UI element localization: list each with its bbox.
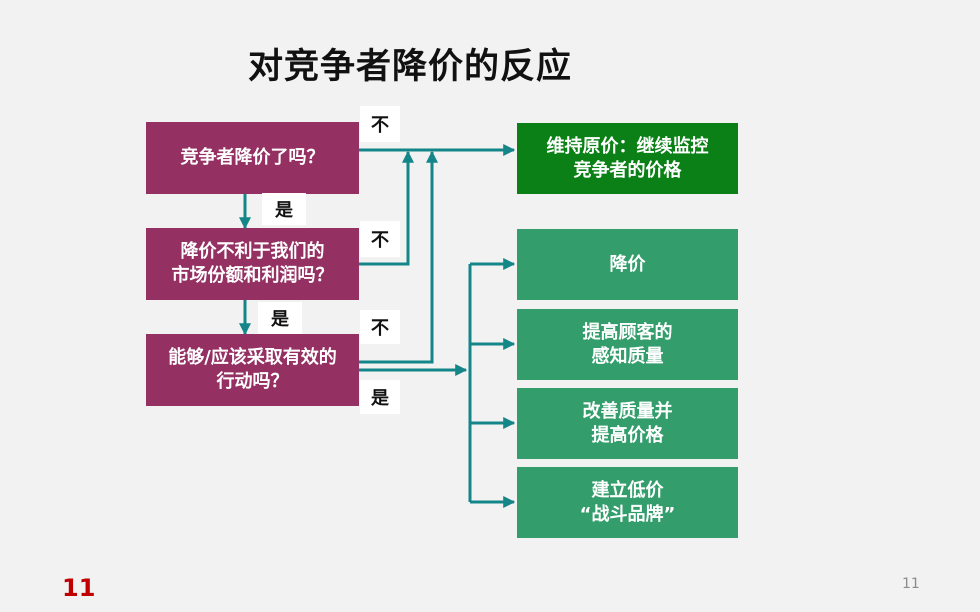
action-box-cut-price: 降价: [517, 229, 738, 300]
question-box-effective-action: 能够/应该采取有效的 行动吗？: [146, 334, 359, 406]
question-box-harm-share-profit: 降价不利于我们的 市场份额和利润吗？: [146, 228, 359, 300]
action-box-fighting-brand: 建立低价 “战斗品牌”: [517, 467, 738, 538]
page-number: 11: [902, 576, 920, 592]
keep-price-box: 维持原价：继续监控 竞争者的价格: [517, 123, 738, 194]
label-yes-q1: 是: [262, 193, 306, 225]
question-box-competitor-cut: 竞争者降价了吗？: [146, 122, 359, 194]
page-title: 对竞争者降价的反应: [248, 47, 573, 87]
label-no-q3: 不: [360, 310, 400, 344]
label-no-q2: 不: [360, 221, 400, 257]
label-yes-q2: 是: [258, 302, 302, 334]
label-no-q1: 不: [360, 106, 400, 142]
arrow-q3-no: [359, 150, 438, 364]
action-box-raise-perceived-quality: 提高顾客的 感知质量: [517, 309, 738, 380]
slide-number: 11: [62, 574, 96, 602]
action-box-improve-quality-raise-price: 改善质量并 提高价格: [517, 388, 738, 459]
arrow-q2-no: [359, 150, 414, 266]
label-yes-q3: 是: [360, 380, 400, 414]
